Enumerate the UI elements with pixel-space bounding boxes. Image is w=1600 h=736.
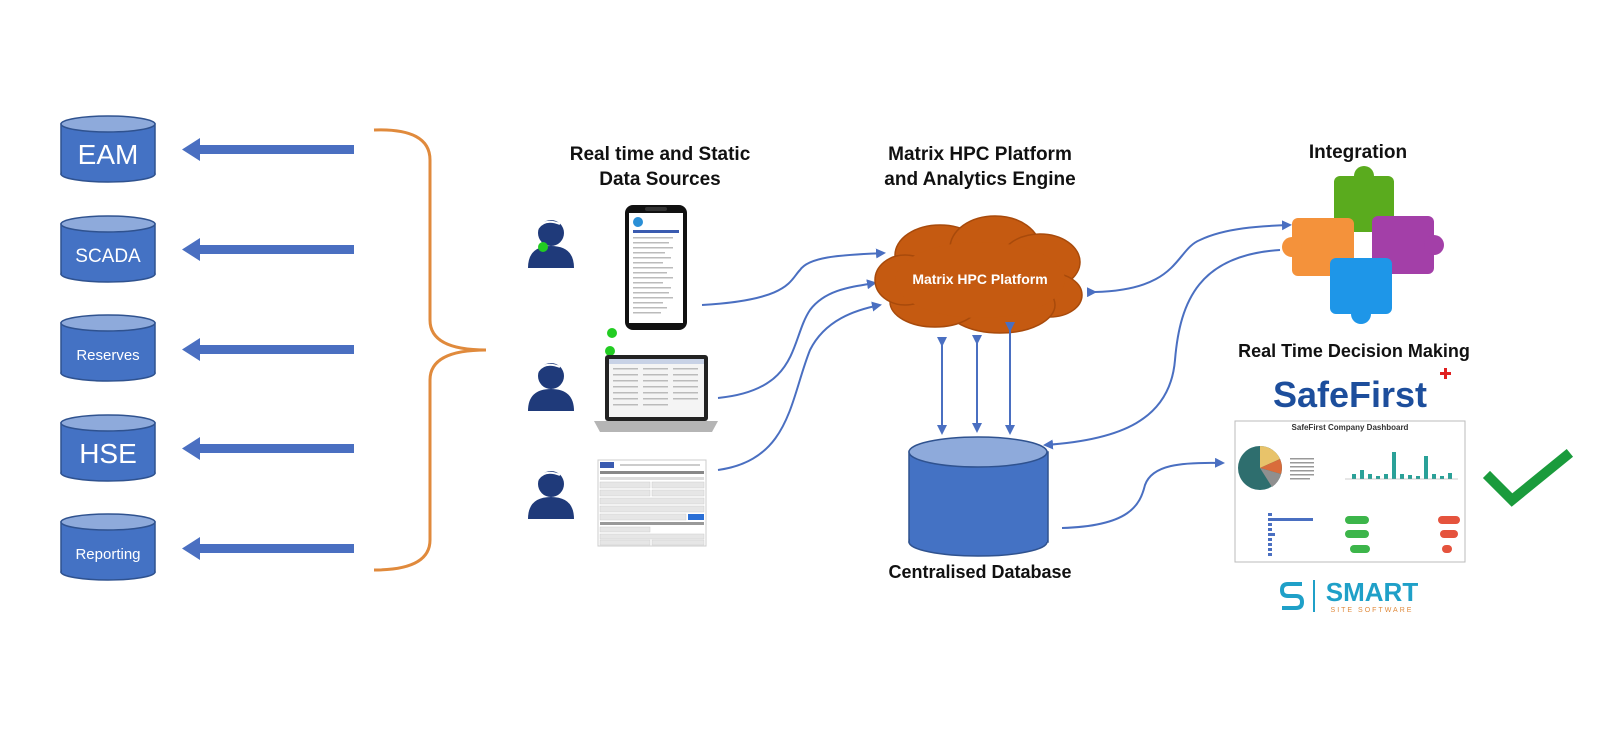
puzzle-piece-blue (1330, 258, 1392, 324)
grouping-brace (373, 128, 487, 572)
platform-title-line2: and Analytics Engine (884, 169, 1075, 190)
platform-title-line1: Matrix HPC Platform (888, 144, 1072, 165)
system-db-label: Reporting (75, 546, 140, 563)
safefirst-logo: SafeFirst (1273, 368, 1451, 415)
platform-cloud: Matrix HPC Platform (874, 215, 1083, 334)
platform-database-links (937, 322, 1015, 435)
person-icon (528, 220, 574, 268)
dashboard-status-pills (1345, 516, 1460, 553)
feed-arrows (182, 138, 354, 560)
status-dot-icon (607, 328, 617, 338)
feed-arrow-eam (182, 138, 354, 161)
device-connectors (701, 248, 886, 471)
dashboard-bar-chart (1352, 452, 1452, 479)
connector-phone-to-platform (701, 248, 886, 306)
sources-title-line1: Real time and Static (570, 144, 751, 165)
status-dot-icon (605, 346, 615, 356)
safefirst-logo-text: SafeFirst (1273, 374, 1427, 415)
phone-device-icon (625, 205, 687, 330)
dashboard-pie (1238, 446, 1282, 490)
plus-icon (1440, 368, 1451, 379)
status-dot-icon (538, 242, 548, 252)
feed-arrow-reserves (182, 338, 354, 361)
connector-laptop-to-platform (717, 279, 877, 399)
dashboard-title: SafeFirst Company Dashboard (1292, 423, 1409, 432)
decision-label: Real Time Decision Making (1238, 341, 1470, 361)
connector-db-integration (1043, 249, 1281, 450)
connector-db-dashboard (1061, 457, 1225, 529)
system-db-label: EAM (78, 139, 139, 170)
system-db-label: HSE (79, 438, 137, 469)
feed-arrow-hse (182, 437, 354, 460)
person-icon (528, 471, 574, 519)
smart-logo-text: SMART (1326, 577, 1419, 607)
smart-site-software-logo: SMART SITE SOFTWARE (1279, 577, 1419, 614)
form-document-icon (597, 459, 707, 547)
laptop-device-icon (594, 355, 718, 432)
integration-label: Integration (1309, 142, 1407, 163)
sources-title-line2: Data Sources (599, 169, 720, 190)
system-db-hse: HSE (60, 414, 156, 482)
smart-logo-subtext: SITE SOFTWARE (1331, 607, 1414, 614)
system-db-reporting: Reporting (60, 513, 156, 581)
connector-form-to-platform (717, 301, 882, 471)
system-db-label: Reserves (76, 347, 139, 364)
system-db-label: SCADA (75, 246, 141, 267)
smart-s-icon (1279, 582, 1305, 610)
system-db-scada: SCADA (60, 215, 156, 283)
checkmark-icon (1482, 448, 1574, 507)
person-icon (528, 363, 574, 411)
feed-arrow-scada (182, 238, 354, 261)
dashboard-hbar-chart (1268, 513, 1313, 556)
connector-cloud-integration (1086, 220, 1292, 298)
puzzle-integration-icon (1282, 166, 1444, 324)
system-db-reserves: Reserves (60, 314, 156, 382)
platform-cloud-label: Matrix HPC Platform (912, 271, 1047, 287)
dashboard-thumbnail: SafeFirst Company Dashboard (1234, 420, 1466, 563)
central-database-icon (908, 436, 1049, 557)
feed-arrow-reporting (182, 537, 354, 560)
system-db-eam: EAM (60, 115, 156, 183)
database-label: Centralised Database (888, 562, 1071, 582)
integration-connectors (1043, 220, 1292, 529)
